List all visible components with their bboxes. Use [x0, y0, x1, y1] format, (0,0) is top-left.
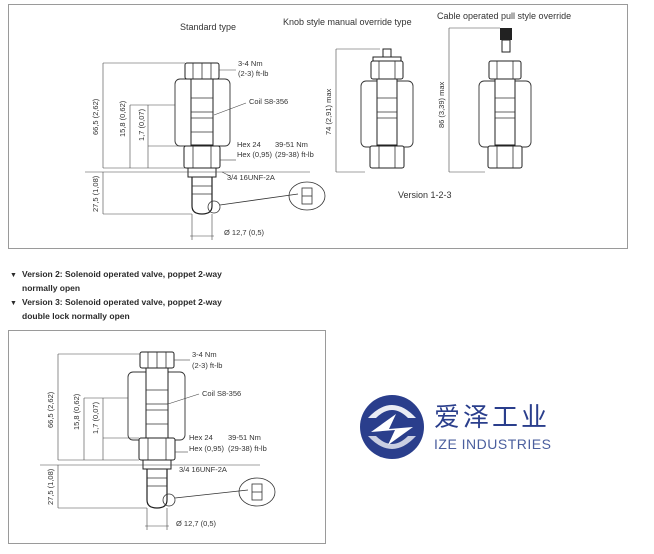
- knob-valve-drawing: [335, 48, 414, 173]
- note-version-3-line1: Version 3: Solenoid operated valve, popp…: [22, 297, 222, 307]
- note-version-2-line2: normally open: [22, 283, 81, 293]
- callout-hex-1: Hex 24: [237, 140, 261, 149]
- dim-overall-bottom: 66,5 (2,62): [46, 391, 55, 428]
- callout-coil: Coil S8-356: [249, 97, 288, 106]
- dim-diameter: Ø 12,7 (0,5): [224, 228, 265, 237]
- dim-gap: 1,7 (0,07): [137, 108, 146, 141]
- note-version-2: ▼ Version 2: Solenoid operated valve, pop…: [10, 268, 222, 295]
- standard-valve-drawing: [85, 62, 326, 240]
- dim-gap-bottom: 1,7 (0,07): [91, 401, 100, 434]
- dim-coil-height-bottom: 15,8 (0,62): [72, 393, 81, 430]
- cable-valve-drawing: [448, 27, 532, 173]
- callout-torque-top-2: (2-3) ft-lb: [238, 69, 268, 78]
- cable-pull-knob: [500, 28, 512, 40]
- callout-hex-2: Hex (0,95): [237, 150, 273, 159]
- title-knob-override: Knob style manual override type: [283, 17, 412, 27]
- callout-torque-hex-2: (29-38) ft-lb: [275, 150, 314, 159]
- note-version-2-line1: Version 2: Solenoid operated valve, popp…: [22, 269, 222, 279]
- callout-hex-1-bottom: Hex 24: [189, 433, 213, 442]
- dim-coil-height: 15,8 (0,62): [118, 100, 127, 137]
- note-version-3: ▼ Version 3: Solenoid operated valve, pop…: [10, 296, 222, 323]
- callout-torque-top-1-bottom: 3-4 Nm: [192, 350, 217, 359]
- dim-lower-bottom: 27,5 (1,08): [46, 468, 55, 505]
- callout-coil-bottom: Coil S8-356: [202, 389, 241, 398]
- logo-chinese-text: 爱泽工业: [434, 403, 551, 433]
- note-version-3-line2: double lock normally open: [22, 311, 130, 321]
- dim-overall: 66,5 (2,62): [91, 98, 100, 135]
- callout-torque-hex-1: 39-51 Nm: [275, 140, 308, 149]
- title-cable-override: Cable operated pull style override: [437, 11, 571, 21]
- bullet-icon: ▼: [10, 272, 17, 279]
- ize-logo-icon: [360, 395, 424, 459]
- callout-thread-bottom: 3/4 16UNF-2A: [179, 465, 227, 474]
- dim-cable-overall: 86 (3,39) max: [437, 81, 446, 128]
- callout-torque-top-1: 3-4 Nm: [238, 59, 263, 68]
- version-label: Version 1-2-3: [398, 190, 452, 200]
- version3-valve-drawing: [40, 351, 276, 530]
- dim-knob-overall: 74 (2,91) max: [324, 88, 333, 135]
- bullet-icon: ▼: [10, 300, 17, 307]
- dim-diameter-bottom: Ø 12,7 (0,5): [176, 519, 217, 528]
- dim-lower: 27,5 (1,08): [91, 175, 100, 212]
- callout-hex-2-bottom: Hex (0,95): [189, 444, 225, 453]
- callout-thread: 3/4 16UNF-2A: [227, 173, 275, 182]
- title-standard-type: Standard type: [180, 22, 236, 32]
- callout-torque-hex-2-bottom: (29-38) ft-lb: [228, 444, 267, 453]
- logo-english-text: IZE INDUSTRIES: [434, 436, 552, 452]
- callout-torque-hex-1-bottom: 39-51 Nm: [228, 433, 261, 442]
- callout-torque-top-2-bottom: (2-3) ft-lb: [192, 361, 222, 370]
